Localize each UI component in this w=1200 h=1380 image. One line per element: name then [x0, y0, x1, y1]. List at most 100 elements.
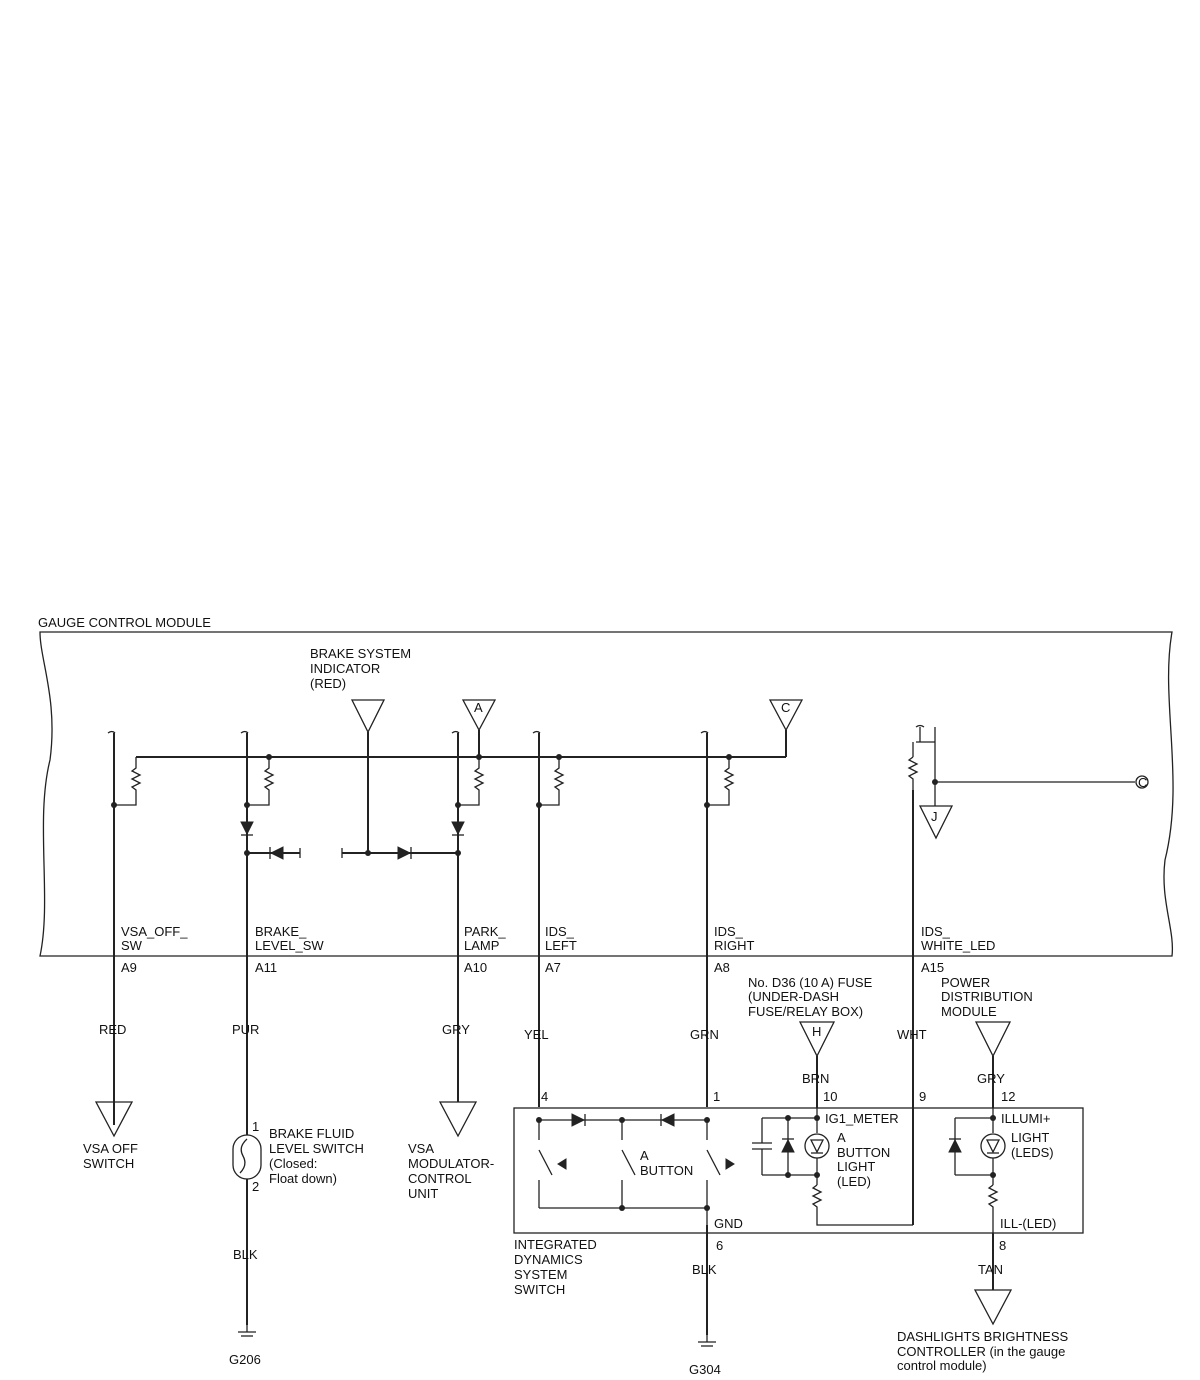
- dashlights-brightness-controller: DASHLIGHTS BRIGHTNESS CONTROLLER (in the…: [897, 1289, 1069, 1373]
- svg-text:SWITCH: SWITCH: [514, 1282, 565, 1297]
- svg-text:6: 6: [716, 1238, 723, 1253]
- svg-text:(LEDS): (LEDS): [1011, 1145, 1054, 1160]
- brake-system-indicator: BRAKE SYSTEM INDICATOR (RED): [310, 646, 411, 734]
- gauge-control-module: GAUGE CONTROL MODULE: [38, 615, 1174, 957]
- svg-text:BRN: BRN: [802, 1071, 829, 1086]
- svg-text:1: 1: [713, 1089, 720, 1104]
- svg-text:A11: A11: [255, 960, 277, 975]
- vsa-modulator-control-unit: VSA MODULATOR- CONTROL UNIT: [408, 1101, 494, 1201]
- svg-text:(RED): (RED): [310, 676, 346, 691]
- white-led-circuit: C J: [907, 724, 1149, 1225]
- svg-text:(UNDER-DASH: (UNDER-DASH: [748, 989, 839, 1004]
- svg-text:GRY: GRY: [442, 1022, 470, 1037]
- svg-text:LEFT: LEFT: [545, 938, 577, 953]
- svg-text:4: 4: [541, 1089, 548, 1104]
- pin-labels: VSA_OFF_ SW A9 RED BRAKE_ LEVEL_SW A11 P…: [99, 924, 995, 1042]
- svg-text:LIGHT: LIGHT: [837, 1159, 875, 1174]
- svg-text:No. D36 (10 A) FUSE: No. D36 (10 A) FUSE: [748, 975, 873, 990]
- svg-text:VSA: VSA: [408, 1141, 434, 1156]
- svg-text:IDS_: IDS_: [714, 924, 744, 939]
- svg-text:MODULATOR-: MODULATOR-: [408, 1156, 494, 1171]
- svg-text:ILL-(LED): ILL-(LED): [1000, 1216, 1056, 1231]
- svg-text:DISTRIBUTION: DISTRIBUTION: [941, 989, 1033, 1004]
- svg-text:BLK: BLK: [692, 1262, 717, 1277]
- module-wires: [107, 730, 709, 1135]
- svg-text:YEL: YEL: [524, 1027, 549, 1042]
- vsa-off-switch: VSA OFF SWITCH: [83, 1101, 138, 1171]
- connector-a: A: [461, 699, 497, 732]
- svg-text:VSA OFF: VSA OFF: [83, 1141, 138, 1156]
- connector-j: J: [931, 809, 938, 824]
- svg-text:12: 12: [1001, 1089, 1015, 1104]
- svg-text:(LED): (LED): [837, 1174, 871, 1189]
- svg-text:A15: A15: [921, 960, 944, 975]
- svg-text:DYNAMICS: DYNAMICS: [514, 1252, 583, 1267]
- svg-text:INDICATOR: INDICATOR: [310, 661, 380, 676]
- svg-text:GRN: GRN: [690, 1027, 719, 1042]
- svg-text:9: 9: [919, 1089, 926, 1104]
- connector-h: H: [812, 1024, 821, 1039]
- svg-text:A10: A10: [464, 960, 487, 975]
- svg-text:A: A: [474, 700, 483, 715]
- svg-text:10: 10: [823, 1089, 837, 1104]
- svg-text:A9: A9: [121, 960, 137, 975]
- svg-text:A: A: [640, 1148, 649, 1163]
- svg-text:LEVEL_SW: LEVEL_SW: [255, 938, 324, 953]
- svg-text:CONTROL: CONTROL: [408, 1171, 472, 1186]
- svg-text:IG1_METER: IG1_METER: [825, 1111, 899, 1126]
- svg-text:IDS_: IDS_: [921, 924, 951, 939]
- integrated-dynamics-system-switch: 4 1 10 9 12 A BUTTON GND: [513, 1089, 1084, 1377]
- svg-text:GND: GND: [714, 1216, 743, 1231]
- module-title: GAUGE CONTROL MODULE: [38, 615, 211, 630]
- svg-text:BRAKE_: BRAKE_: [255, 924, 307, 939]
- svg-text:A: A: [837, 1130, 846, 1145]
- svg-text:BLK: BLK: [233, 1247, 258, 1262]
- svg-text:GRY: GRY: [977, 1071, 1005, 1086]
- svg-text:BUTTON: BUTTON: [837, 1145, 890, 1160]
- pull-up-resistors: [111, 757, 735, 808]
- svg-text:POWER: POWER: [941, 975, 990, 990]
- svg-text:control module): control module): [897, 1358, 987, 1373]
- svg-text:BRAKE FLUID: BRAKE FLUID: [269, 1126, 354, 1141]
- svg-text:VSA_OFF_: VSA_OFF_: [121, 924, 188, 939]
- svg-text:BRAKE SYSTEM: BRAKE SYSTEM: [310, 646, 411, 661]
- svg-text:FUSE/RELAY BOX): FUSE/RELAY BOX): [748, 1004, 863, 1019]
- svg-text:WHITE_LED: WHITE_LED: [921, 938, 995, 953]
- svg-text:C: C: [781, 700, 790, 715]
- fuse-d36: No. D36 (10 A) FUSE (UNDER-DASH FUSE/REL…: [748, 975, 873, 1108]
- brake-diodes: [240, 805, 465, 860]
- svg-text:SYSTEM: SYSTEM: [514, 1267, 567, 1282]
- svg-text:PUR: PUR: [232, 1022, 259, 1037]
- svg-text:SW: SW: [121, 938, 143, 953]
- svg-text:MODULE: MODULE: [941, 1004, 997, 1019]
- svg-text:UNIT: UNIT: [408, 1186, 438, 1201]
- svg-text:CONTROLLER (in the gauge: CONTROLLER (in the gauge: [897, 1344, 1065, 1359]
- power-distribution-module: POWER DISTRIBUTION MODULE GRY: [941, 975, 1033, 1108]
- svg-text:SWITCH: SWITCH: [83, 1156, 134, 1171]
- svg-text:2: 2: [252, 1179, 259, 1194]
- svg-text:INTEGRATED: INTEGRATED: [514, 1237, 597, 1252]
- connector-c-right: C: [1138, 775, 1147, 790]
- ground-g304: G304: [689, 1362, 721, 1377]
- svg-text:RED: RED: [99, 1022, 126, 1037]
- svg-text:LEVEL SWITCH: LEVEL SWITCH: [269, 1141, 364, 1156]
- connector-c: C: [768, 699, 804, 732]
- svg-text:Float down): Float down): [269, 1171, 337, 1186]
- svg-text:IDS_: IDS_: [545, 924, 575, 939]
- svg-text:TAN: TAN: [978, 1262, 1003, 1277]
- svg-text:WHT: WHT: [897, 1027, 927, 1042]
- svg-text:LAMP: LAMP: [464, 938, 499, 953]
- svg-text:A8: A8: [714, 960, 730, 975]
- svg-text:DASHLIGHTS BRIGHTNESS: DASHLIGHTS BRIGHTNESS: [897, 1329, 1069, 1344]
- svg-text:1: 1: [252, 1119, 259, 1134]
- svg-text:BUTTON: BUTTON: [640, 1163, 693, 1178]
- svg-text:LIGHT: LIGHT: [1011, 1130, 1049, 1145]
- svg-text:RIGHT: RIGHT: [714, 938, 755, 953]
- brake-fluid-level-switch: 1 2 BRAKE FLUID LEVEL SWITCH (Closed: Fl…: [229, 1119, 364, 1367]
- svg-text:A7: A7: [545, 960, 561, 975]
- svg-text:PARK_: PARK_: [464, 924, 506, 939]
- svg-text:8: 8: [999, 1238, 1006, 1253]
- svg-text:(Closed:: (Closed:: [269, 1156, 317, 1171]
- svg-text:ILLUMI+: ILLUMI+: [1001, 1111, 1051, 1126]
